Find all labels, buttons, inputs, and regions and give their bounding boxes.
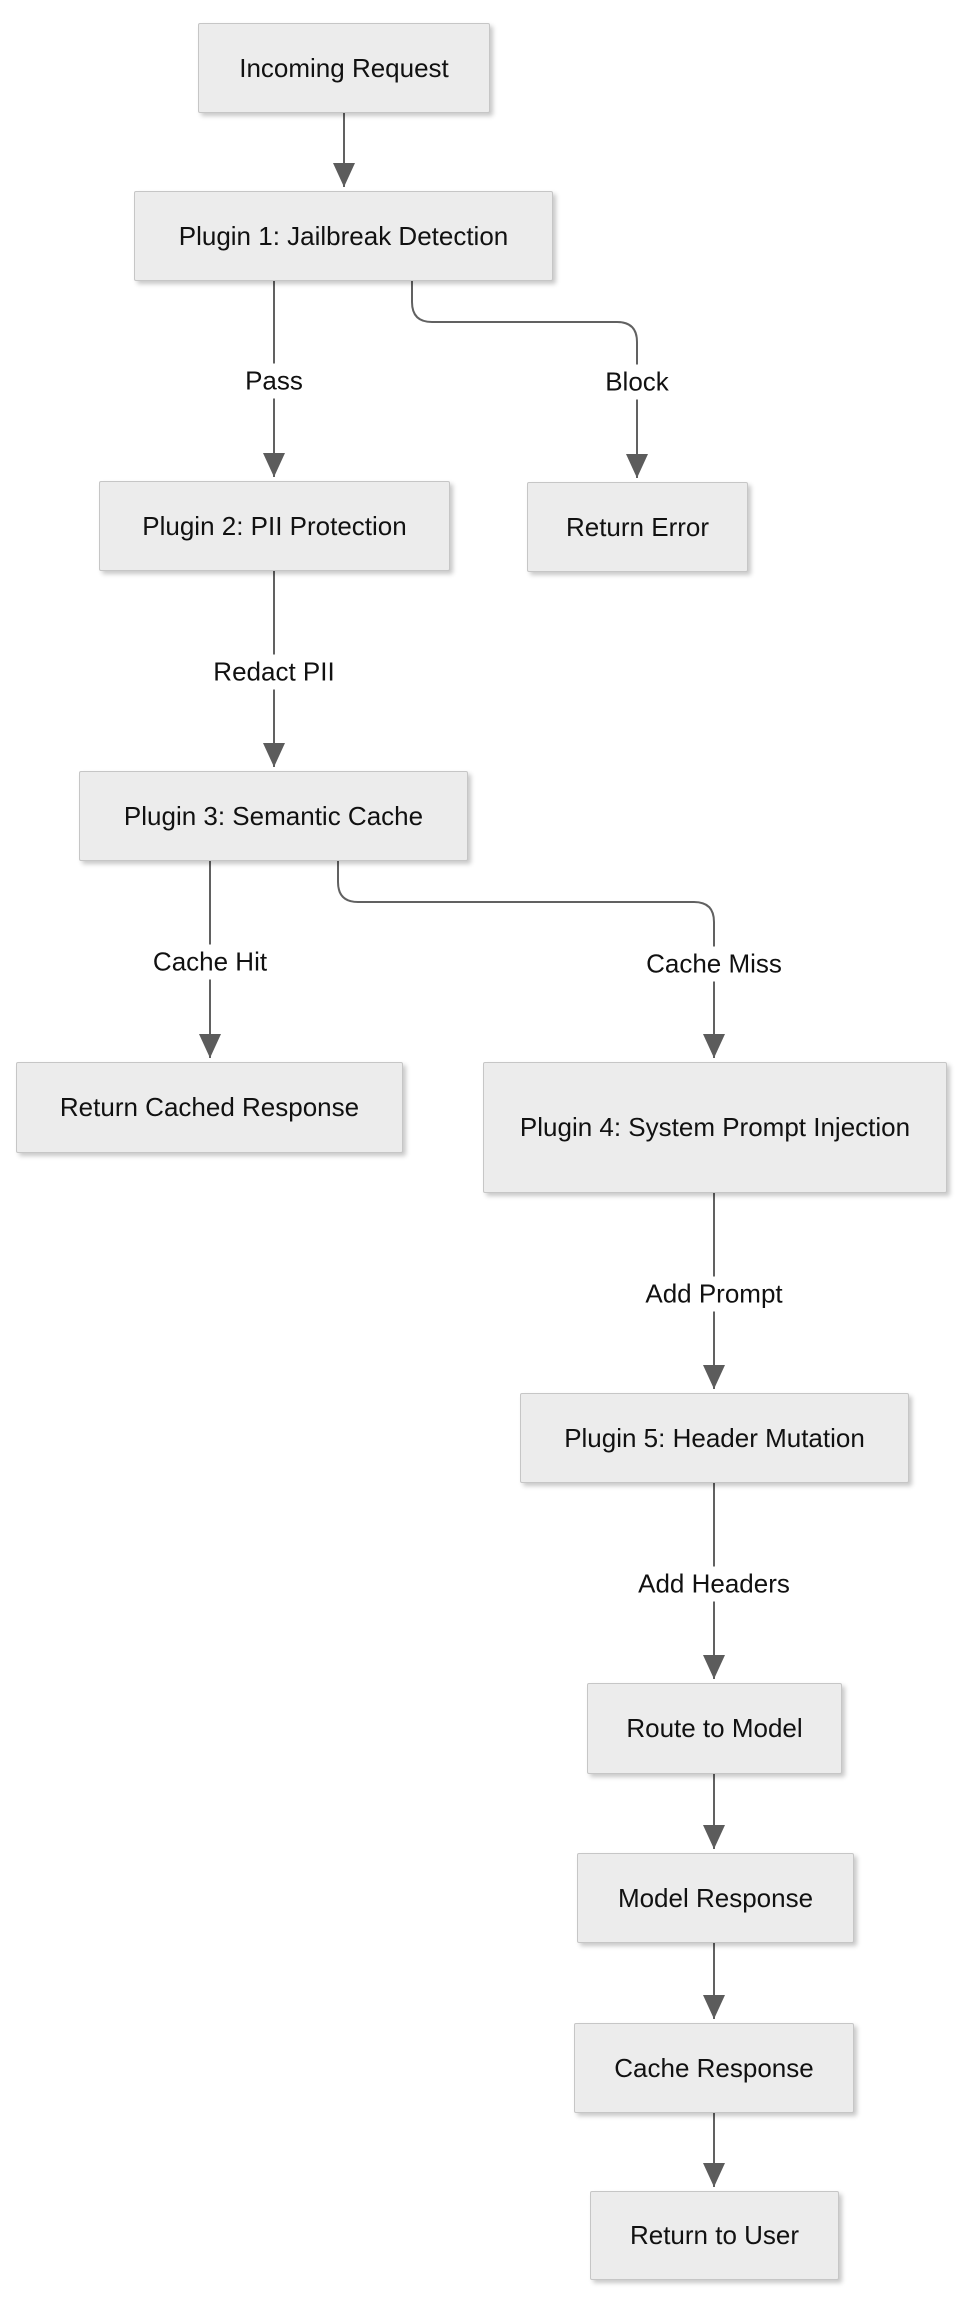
node-incoming-request: Incoming Request [198, 23, 490, 113]
edge-label-add-prompt: Add Prompt [637, 1276, 791, 1312]
node-cache-response: Cache Response [574, 2023, 854, 2113]
edge-label-redact-pii: Redact PII [205, 654, 343, 690]
node-plugin3-semantic-cache: Plugin 3: Semantic Cache [79, 771, 468, 861]
node-plugin4-system-prompt-injection: Plugin 4: System Prompt Injection [483, 1062, 947, 1193]
node-return-error: Return Error [527, 482, 748, 572]
node-plugin5-header-mutation: Plugin 5: Header Mutation [520, 1393, 909, 1483]
edge-label-add-headers: Add Headers [630, 1566, 798, 1602]
node-return-cached-response: Return Cached Response [16, 1062, 403, 1153]
edge-label-cache-miss: Cache Miss [638, 946, 790, 982]
node-model-response: Model Response [577, 1853, 854, 1943]
node-route-to-model: Route to Model [587, 1683, 842, 1774]
node-plugin1-jailbreak-detection: Plugin 1: Jailbreak Detection [134, 191, 553, 281]
edge-label-cache-hit: Cache Hit [144, 944, 276, 980]
edge-label-block: Block [597, 364, 677, 400]
edge-label-pass: Pass [237, 363, 311, 399]
node-return-to-user: Return to User [590, 2191, 839, 2280]
node-plugin2-pii-protection: Plugin 2: PII Protection [99, 481, 450, 571]
